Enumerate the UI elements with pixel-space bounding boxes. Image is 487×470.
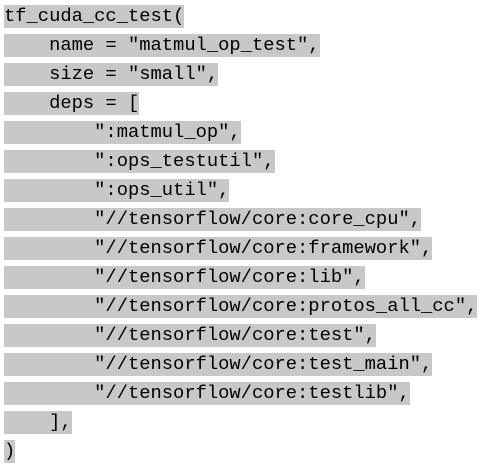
code-line: ":ops_util", — [4, 179, 487, 208]
code-line-text: "//tensorflow/core:protos_all_cc", — [4, 295, 478, 318]
code-line-text: deps = [ — [4, 92, 140, 115]
code-line-text: name = "matmul_op_test", — [4, 34, 320, 57]
code-line: "//tensorflow/core:protos_all_cc", — [4, 295, 487, 324]
code-line: "//tensorflow/core:test_main", — [4, 353, 487, 382]
code-line-text: ) — [4, 440, 16, 463]
code-line-text: ":matmul_op", — [4, 121, 241, 144]
code-line: size = "small", — [4, 63, 487, 92]
code-line: "//tensorflow/core:framework", — [4, 237, 487, 266]
code-line-text: "//tensorflow/core:framework", — [4, 237, 433, 260]
code-line-text: size = "small", — [4, 63, 219, 86]
code-line-text: ], — [4, 411, 72, 434]
code-line-text: tf_cuda_cc_test( — [4, 5, 185, 28]
code-line-text: "//tensorflow/core:core_cpu", — [4, 208, 422, 231]
code-line: ":matmul_op", — [4, 121, 487, 150]
code-line: ], — [4, 411, 487, 440]
code-line: deps = [ — [4, 92, 487, 121]
code-line: ":ops_testutil", — [4, 150, 487, 179]
code-line-text: "//tensorflow/core:testlib", — [4, 382, 410, 405]
code-line: name = "matmul_op_test", — [4, 34, 487, 63]
code-line: "//tensorflow/core:testlib", — [4, 382, 487, 411]
code-line-text: ":ops_util", — [4, 179, 230, 202]
code-line: "//tensorflow/core:core_cpu", — [4, 208, 487, 237]
code-line-text: ":ops_testutil", — [4, 150, 275, 173]
code-line: ) — [4, 440, 487, 469]
code-line: tf_cuda_cc_test( — [4, 5, 487, 34]
code-line-text: "//tensorflow/core:test_main", — [4, 353, 433, 376]
code-line: "//tensorflow/core:lib", — [4, 266, 487, 295]
code-line-text: "//tensorflow/core:lib", — [4, 266, 365, 289]
code-line: "//tensorflow/core:test", — [4, 324, 487, 353]
code-block: tf_cuda_cc_test( name = "matmul_op_test"… — [4, 5, 487, 469]
code-line-text: "//tensorflow/core:test", — [4, 324, 376, 347]
